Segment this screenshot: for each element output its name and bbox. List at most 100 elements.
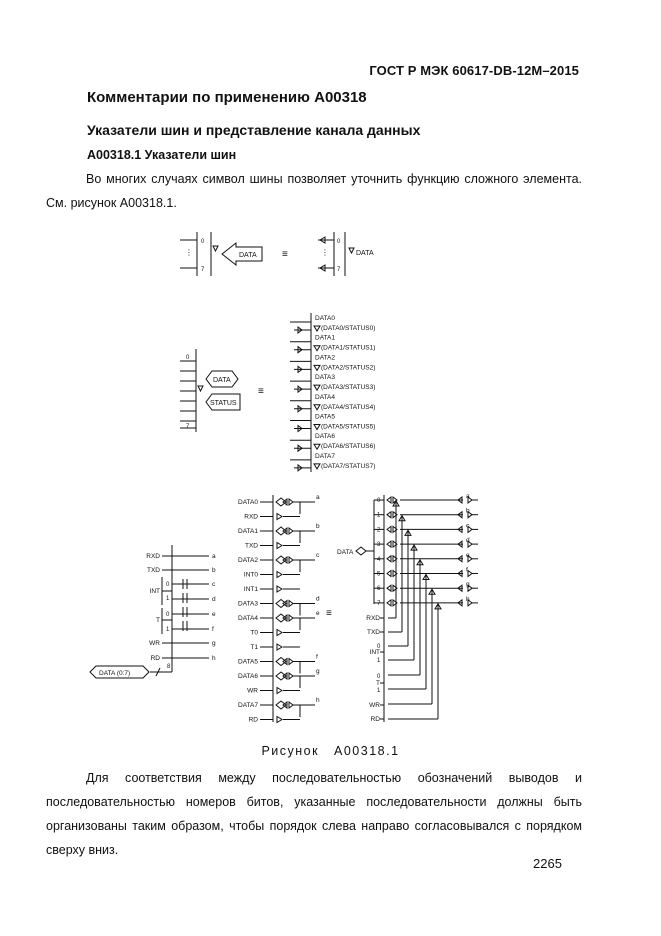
br-out-4: e: [466, 552, 470, 559]
br-bus: DATA: [337, 549, 354, 556]
br-sig-4: WR: [369, 702, 380, 709]
br-out-2: c: [466, 522, 470, 529]
mr-alt-2: (DATA2/STATUS2): [321, 364, 375, 371]
br-num-0: 0: [377, 498, 381, 504]
br-sig-2: INT: [370, 649, 381, 656]
figure-a00318-1: 0 7 ⋮ DATA ≡ 0 7 ⋮ DATA 0 7 DATA STATUS …: [89, 232, 478, 724]
bm-label-10: T1: [250, 644, 258, 651]
ml-n7: 7: [186, 424, 190, 430]
heading-section: A00318.1 Указатели шин: [87, 148, 237, 162]
mr-name-6: DATA6: [315, 433, 335, 440]
mr-name-4: DATA4: [315, 394, 335, 401]
top-left-symbol: [180, 232, 263, 276]
bm-label-12: DATA6: [238, 673, 258, 680]
br-num-2: 2: [377, 527, 381, 533]
bm-label-11: DATA5: [238, 659, 258, 666]
br-in0: 0: [377, 644, 381, 650]
bl-out-7: h: [212, 655, 216, 662]
bl-out-5: f: [212, 626, 214, 633]
bm-label-15: RD: [249, 717, 259, 724]
br-in2: 0: [377, 674, 381, 680]
br-in3: 1: [377, 688, 381, 694]
bm-out-11: f: [316, 654, 318, 661]
bottom-right-symbol: [355, 495, 478, 722]
bm-label-7: DATA3: [238, 601, 258, 608]
mr-name-7: DATA7: [315, 453, 335, 460]
bl-n1: 1: [166, 596, 170, 602]
tl-label: DATA: [239, 252, 257, 259]
bm-label-6: INT1: [244, 586, 258, 593]
bm-label-13: WR: [247, 688, 258, 695]
bl-sig-4: WR: [149, 640, 160, 647]
bm-label-14: DATA7: [238, 702, 258, 709]
mr-name-2: DATA2: [315, 354, 335, 361]
bl-out-1: b: [212, 567, 216, 574]
bl-out-2: c: [212, 581, 216, 588]
mr-name-1: DATA1: [315, 335, 335, 342]
tr-label: DATA: [356, 250, 374, 257]
br-out-6: g: [466, 581, 470, 588]
br-in1: 1: [377, 658, 381, 664]
bl-out-4: e: [212, 611, 216, 618]
br-num-7: 7: [377, 601, 381, 607]
conclusion-paragraph: Для соответствия между последовательност…: [46, 771, 582, 857]
bm-out-2: b: [316, 523, 320, 530]
bm-out-7: d: [316, 596, 320, 603]
br-out-1: b: [466, 508, 470, 515]
bl-width: 8: [167, 664, 171, 670]
bm-label-0: DATA0: [238, 499, 258, 506]
bm-label-8: DATA4: [238, 615, 258, 622]
top-right-symbol: [318, 232, 355, 276]
tl-n7: 7: [201, 267, 205, 273]
heading-bus-pointers: Указатели шин и представление канала дан…: [87, 122, 421, 138]
bottom-mid-symbol: [260, 495, 315, 724]
ml-n0: 0: [186, 355, 190, 361]
bm-label-5: INT0: [244, 572, 258, 579]
bottom-left-symbol: [89, 545, 209, 679]
bl-sig-1: TXD: [147, 567, 160, 574]
br-sig-1: TXD: [367, 629, 380, 636]
mr-name-3: DATA3: [315, 374, 335, 381]
bm-out-4: c: [316, 552, 320, 559]
bl-n2: 0: [166, 612, 170, 618]
br-num-5: 5: [377, 572, 381, 578]
bm-label-3: TXD: [245, 543, 258, 550]
mr-name-0: DATA0: [315, 315, 335, 322]
standard-header: ГОСТ Р МЭК 60617-DB-12M–2015: [369, 63, 579, 78]
bl-sig-3: T: [156, 617, 160, 624]
br-out-7: h: [466, 596, 470, 603]
bl-sig-5: RD: [151, 655, 161, 662]
bm-out-8: e: [316, 610, 320, 617]
br-num-6: 6: [377, 586, 381, 592]
bm-out-12: g: [316, 668, 320, 675]
br-sig-0: RXD: [366, 615, 380, 622]
mid-right-symbol: [290, 313, 321, 472]
br-num-4: 4: [377, 557, 381, 563]
br-out-5: f: [466, 567, 468, 574]
bl-out-0: a: [212, 553, 216, 560]
br-num-1: 1: [377, 513, 381, 519]
bl-out-3: d: [212, 596, 216, 603]
ml-flag-data: DATA: [213, 377, 231, 384]
tr-n7: 7: [337, 267, 341, 273]
equiv-2: ≡: [258, 386, 264, 397]
mid-left-symbol: [180, 349, 241, 432]
bl-sig-0: RXD: [146, 553, 160, 560]
mr-alt-7: (DATA7/STATUS7): [321, 463, 375, 470]
br-sig-3: T: [376, 680, 380, 687]
mr-alt-0: (DATA0/STATUS0): [321, 325, 375, 332]
mr-alt-4: (DATA4/STATUS4): [321, 404, 375, 411]
tr-dots: ⋮: [321, 248, 329, 257]
bm-label-9: T0: [250, 630, 258, 637]
figure-caption: Рисунок A00318.1: [261, 744, 400, 758]
ml-flag-status: STATUS: [210, 400, 237, 407]
br-num-3: 3: [377, 542, 381, 548]
mr-alt-5: (DATA5/STATUS5): [321, 424, 375, 431]
bl-n0: 0: [166, 582, 170, 588]
tl-dots: ⋮: [185, 248, 193, 257]
bl-n3: 1: [166, 627, 170, 633]
bm-label-2: DATA1: [238, 528, 258, 535]
bm-out-14: h: [316, 697, 320, 704]
page-number: 2265: [533, 856, 562, 871]
bm-label-4: DATA2: [238, 557, 258, 564]
